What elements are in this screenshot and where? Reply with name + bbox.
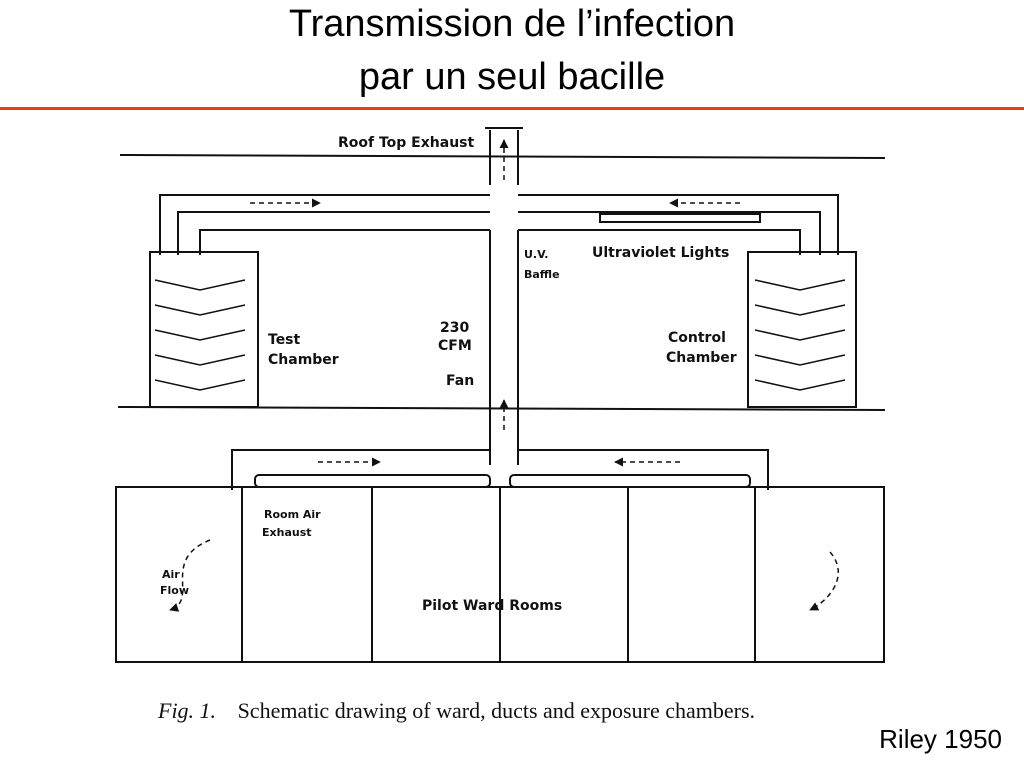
figure-caption-text: Schematic drawing of ward, ducts and exp… (237, 698, 756, 723)
room-air-label: Room Air (264, 508, 321, 521)
pilot-ward-rooms-label: Pilot Ward Rooms (422, 598, 562, 614)
upper-duct-inner-2 (199, 229, 801, 255)
test-chamber-label: Chamber (268, 352, 339, 368)
baffle-label: Baffle (524, 268, 560, 281)
test-label: Test (268, 332, 301, 348)
central-duct (489, 230, 519, 465)
slide-title-line-1: Transmission de l’infection (288, 3, 736, 45)
ultraviolet-light-strip (599, 213, 761, 223)
test-chamber-fins (154, 279, 246, 391)
roof-line (119, 154, 886, 159)
roof-exhaust-stack (485, 127, 523, 185)
lower-duct-outer (231, 449, 769, 490)
title-divider (0, 107, 1024, 110)
air-label: Air (162, 568, 180, 581)
control-label: Control (668, 330, 726, 346)
control-chamber-box (747, 251, 857, 408)
control-chamber-label: Chamber (666, 350, 737, 366)
right-ward-flow-arrow (809, 551, 840, 611)
control-chamber-fins (754, 279, 846, 391)
exhaust-label: Exhaust (262, 526, 312, 539)
lower-duct-left-vent (254, 474, 491, 488)
fan-label: Fan (446, 373, 474, 389)
uv-label: U.V. (524, 248, 548, 261)
upper-duct-inner (177, 211, 821, 255)
flow-label: Flow (160, 584, 189, 597)
roof-top-exhaust-label: Roof Top Exhaust (338, 135, 474, 151)
cfm-unit-label: CFM (438, 338, 472, 354)
cfm-value-label: 230 (440, 320, 469, 336)
test-chamber-box (149, 251, 259, 408)
figure-caption: Fig. 1. Schematic drawing of ward, ducts… (158, 698, 755, 724)
source-credit: Riley 1950 (879, 724, 1002, 754)
lower-duct-right-vent (509, 474, 751, 488)
figure-number: Fig. 1. (158, 698, 217, 723)
ultraviolet-lights-label: Ultraviolet Lights (592, 245, 729, 261)
slide-title-line-2: par un seul bacille (358, 56, 666, 98)
upper-duct-outer (159, 194, 839, 255)
